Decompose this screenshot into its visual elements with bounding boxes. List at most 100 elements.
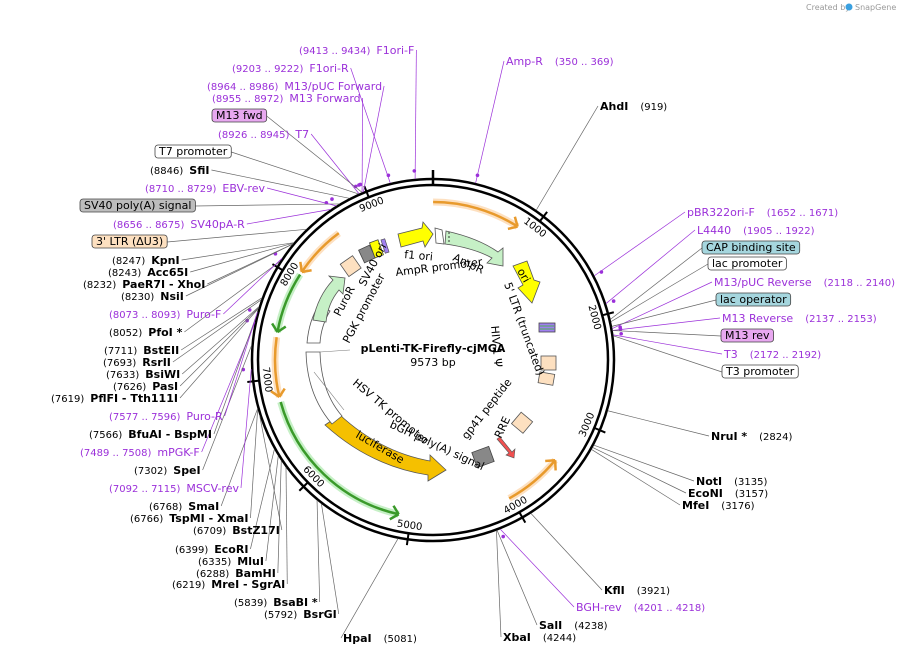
site-leaders — [167, 49, 723, 639]
feature-arc-3[interactable] — [273, 337, 281, 398]
leader-hpai — [340, 538, 399, 639]
site-pos-bsrgi: (5792) — [264, 610, 297, 621]
site-nrui[interactable]: NruI *(2824) — [711, 430, 792, 443]
site-label-sv40-poly-a-signal: SV40 poly(A) signal — [84, 199, 191, 212]
site-bsabi[interactable]: BsaBI *(5839) — [234, 596, 318, 609]
site-sv40-poly-a-signal[interactable]: SV40 poly(A) signal — [79, 198, 196, 213]
site-pfoi[interactable]: PfoI *(8052) — [109, 326, 183, 339]
snapgene-logo-icon — [845, 3, 853, 11]
site-t3[interactable]: T3(2172 .. 2192) — [723, 348, 821, 361]
leader-sali — [496, 530, 538, 626]
site-cap-binding-site[interactable]: CAP binding site — [701, 240, 801, 255]
site-ahdi[interactable]: AhdI(919) — [600, 100, 667, 113]
luciferase-arrow[interactable] — [324, 414, 447, 482]
site-acc65i[interactable]: Acc65I(8243) — [108, 266, 188, 279]
site-pos-m13-puc-reverse: (2118 .. 2140) — [824, 278, 896, 289]
site-mlui[interactable]: MluI(6335) — [198, 555, 264, 568]
tick-label-1000: 1000 — [521, 216, 548, 240]
feature-arc-0[interactable] — [433, 200, 519, 228]
site-kfli[interactable]: KflI(3921) — [604, 584, 670, 597]
site-m13-puc-reverse[interactable]: M13/pUC Reverse (2118 .. 2140) — [714, 276, 895, 289]
site-hpai[interactable]: HpaI(5081) — [343, 632, 417, 645]
outer-features — [270, 198, 558, 521]
site-t7-promoter[interactable]: T7 promoter — [154, 144, 232, 159]
site-bsteii[interactable]: BstEII(7711) — [104, 344, 179, 357]
site-bstz17i[interactable]: BstZ17I(6709) — [193, 524, 280, 537]
site-f1ori-f[interactable]: F1ori-F(9413 .. 9434) — [299, 44, 414, 57]
site-label-t3: T3 — [723, 348, 738, 361]
puror-arrow[interactable] — [312, 275, 346, 323]
leader-smai — [220, 408, 258, 507]
site-mpgk-f[interactable]: mPGK-F(7489 .. 7508) — [80, 446, 200, 459]
feature-arc-5[interactable] — [300, 232, 340, 273]
site-rsrii[interactable]: RsrII(7693) — [103, 356, 171, 369]
site-l4440[interactable]: L4440(1905 .. 1922) — [697, 224, 815, 237]
site-lac-operator[interactable]: lac operator — [715, 292, 792, 307]
site-pflfi-tth111i[interactable]: PflFI - Tth111I(7619) — [51, 392, 178, 405]
site-bsrgi[interactable]: BsrGI(5792) — [264, 608, 337, 621]
site-econi[interactable]: EcoNI(3157) — [688, 487, 768, 500]
site-m13-forward[interactable]: M13 Forward(8955 .. 8972) — [212, 92, 361, 105]
site-label-puro-f: Puro-F — [186, 308, 221, 321]
primer-mark-f1ori-r — [386, 173, 391, 178]
primer-mark-ebv-rev — [330, 197, 334, 201]
site-sfii[interactable]: SfiI(8846) — [150, 164, 209, 177]
ampr-promoter-arrow[interactable] — [434, 227, 445, 245]
site-bfuai-bspmi[interactable]: BfuAI - BspMI(7566) — [89, 428, 212, 441]
site-m13-reverse[interactable]: M13 Reverse(2137 .. 2153) — [722, 312, 877, 325]
ori-arrow[interactable] — [512, 260, 541, 304]
site-m13-fwd[interactable]: M13 fwd — [211, 108, 268, 123]
site-kpni[interactable]: KpnI(8247) — [112, 254, 180, 267]
site-amp-r[interactable]: Amp-R(350 .. 369) — [506, 55, 614, 68]
hsv-tk-promoter-arrow[interactable] — [305, 351, 343, 425]
site-box-cap-binding-site — [701, 240, 801, 255]
feature-arc-2[interactable] — [279, 401, 399, 516]
gp41-peptide-arrow[interactable] — [496, 436, 516, 459]
site-sali[interactable]: SalI(4238) — [539, 619, 608, 632]
tick-5000 — [405, 533, 410, 546]
site-label-m13-puc-reverse: M13/pUC Reverse — [714, 276, 812, 289]
site-pasi[interactable]: PasI(7626) — [113, 380, 178, 393]
site-mfei[interactable]: MfeI(3176) — [682, 499, 755, 512]
site-lac-promoter[interactable]: lac promoter — [707, 256, 787, 271]
site-f1ori-r[interactable]: F1ori-R(9203 .. 9222) — [232, 62, 349, 75]
site-sv40pa-r[interactable]: SV40pA-R(8656 .. 8675) — [113, 218, 245, 231]
site-bamhi[interactable]: BamHI(6288) — [196, 567, 276, 580]
site-m13-rev[interactable]: M13 rev — [720, 328, 774, 343]
site-nsii[interactable]: NsiI(8230) — [121, 290, 184, 303]
site-ecori[interactable]: EcoRI(6399) — [175, 543, 248, 556]
site-puro-f[interactable]: Puro-F(8073 .. 8093) — [109, 308, 221, 321]
site-paer7i-xhoi[interactable]: PaeR7I - XhoI(8232) — [83, 278, 205, 291]
site-bsiwi[interactable]: BsiWI(7633) — [106, 368, 180, 381]
site-m13-puc-forward[interactable]: M13/pUC Forward(8964 .. 8986) — [207, 80, 382, 93]
sv40-stripe — [380, 238, 390, 254]
site-mrei-sgrai[interactable]: MreI - SgrAI(6219) — [172, 578, 285, 591]
leader-kfli — [530, 513, 603, 591]
site-smai[interactable]: SmaI(6768) — [149, 500, 219, 513]
gp41-box[interactable] — [510, 411, 534, 434]
site-spei[interactable]: SpeI(7302) — [134, 464, 201, 477]
site-puro-r[interactable]: Puro-R(7577 .. 7596) — [109, 410, 223, 423]
f1-ori-arrow[interactable] — [397, 221, 434, 248]
ltr-box[interactable] — [339, 255, 362, 278]
site-pbr322ori-f[interactable]: pBR322ori-F(1652 .. 1671) — [687, 206, 838, 219]
rre-box-1[interactable] — [540, 355, 557, 371]
site-tspmi-xmai[interactable]: TspMI - XmaI(6766) — [130, 512, 248, 525]
site-ebv-rev[interactable]: EBV-rev(8710 .. 8729) — [145, 182, 265, 195]
site-t7[interactable]: T7(8926 .. 8945) — [218, 128, 309, 141]
tick-8000 — [271, 263, 284, 272]
hiv-psi-box[interactable] — [538, 322, 556, 333]
rre-box-2[interactable] — [537, 371, 556, 386]
sv40-promoter-box[interactable] — [368, 239, 384, 259]
site-box-3-ltr-u3 — [91, 234, 168, 249]
site-t3-promoter[interactable]: T3 promoter — [721, 364, 799, 379]
bgh-polya-box[interactable] — [471, 445, 495, 469]
site-noti[interactable]: NotI(3135) — [696, 475, 767, 488]
ampr-arrow[interactable] — [444, 230, 504, 267]
site-xbai[interactable]: XbaI(4244) — [503, 631, 576, 644]
feature-arc-1[interactable] — [508, 459, 557, 500]
site-3-ltr-u3[interactable]: 3' LTR (ΔU3) — [91, 234, 168, 249]
site-bgh-rev[interactable]: BGH-rev(4201 .. 4218) — [576, 601, 705, 614]
site-mscv-rev[interactable]: MSCV-rev(7092 .. 7115) — [109, 482, 239, 495]
feature-arc-4[interactable] — [276, 273, 302, 333]
